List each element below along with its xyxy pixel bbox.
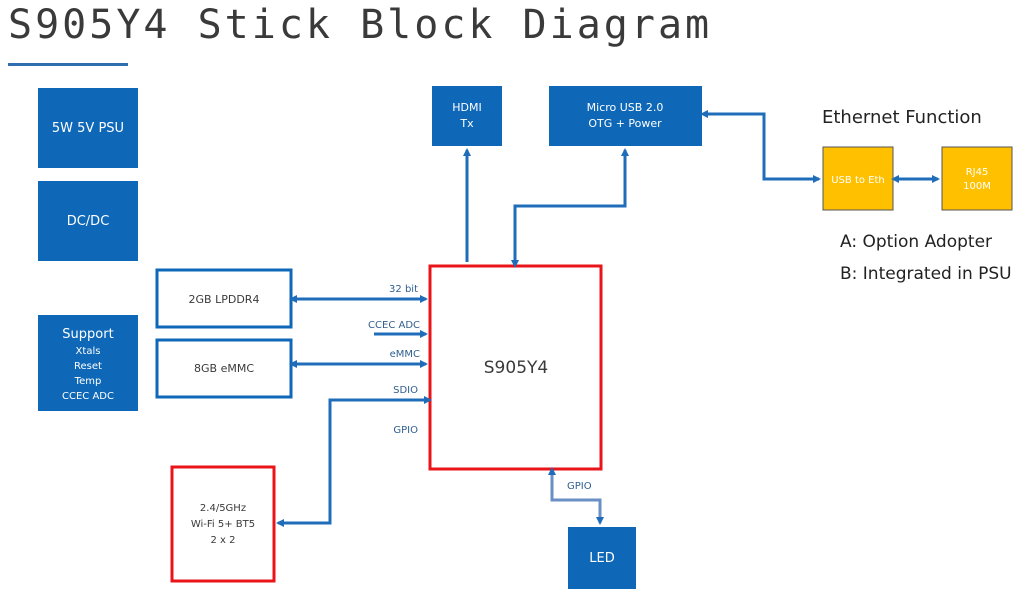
sdio-link-arrow [276, 396, 432, 527]
dcdc-block [38, 181, 138, 261]
title-underline [8, 63, 128, 66]
usb-label-2: OTG + Power [588, 117, 662, 130]
usb-link-arrow [511, 148, 629, 268]
dcdc-label: DC/DC [67, 214, 110, 229]
ccec-link-label: CCEC ADC [368, 320, 420, 331]
emmc-label: 8GB eMMC [194, 362, 254, 375]
support-item-xtals: Xtals [76, 346, 101, 357]
wifi-label-std: Wi-Fi 5+ BT5 [191, 519, 255, 530]
usb-eth-link-arrow [700, 110, 821, 183]
rj45-label-1: RJ45 [966, 167, 989, 178]
soc-label: S905Y4 [484, 358, 548, 378]
gpio-left-label: GPIO [393, 425, 418, 436]
led-label: LED [589, 551, 614, 566]
hdmi-block [432, 86, 502, 146]
support-item-ccec: CCEC ADC [62, 391, 114, 402]
bus32-label: 32 bit [389, 284, 418, 295]
lpddr4-block [155, 268, 293, 329]
usb-to-eth-label: USB to Eth [831, 175, 885, 186]
gpio-led-link-arrow [548, 467, 604, 525]
hdmi-label-2: Tx [459, 117, 474, 130]
psu-label: 5W 5V PSU [52, 121, 124, 136]
ethernet-title: Ethernet Function [822, 107, 982, 128]
hdmi-label-1: HDMI [452, 101, 481, 114]
emmc-link-label: eMMC [390, 349, 420, 360]
led-block [568, 527, 636, 589]
usb-block [549, 86, 702, 146]
rj45-label-2: 100M [963, 181, 991, 192]
psu-block [38, 88, 138, 168]
page-title: S905Y4 Stick Block Diagram [8, 2, 713, 48]
emmc-block [155, 338, 293, 399]
wifi-block [170, 465, 276, 583]
option-a-note: A: Option Adopter [840, 232, 992, 252]
lpddr4-label: 2GB LPDDR4 [189, 293, 260, 306]
rj45-block [941, 146, 1013, 211]
option-b-note: B: Integrated in PSU [840, 264, 1012, 284]
usb-label-1: Micro USB 2.0 [587, 101, 664, 114]
support-block [38, 315, 138, 411]
soc-block [428, 264, 603, 471]
support-item-reset: Reset [74, 361, 102, 372]
sdio-link-label: SDIO [393, 385, 418, 396]
gpio-bottom-label: GPIO [567, 481, 592, 492]
wifi-label-band: 2.4/5GHz [200, 503, 246, 514]
support-item-temp: Temp [74, 376, 102, 387]
wifi-label-mimo: 2 x 2 [211, 535, 236, 546]
support-title: Support [62, 327, 113, 342]
usb-to-eth-block [822, 146, 894, 211]
